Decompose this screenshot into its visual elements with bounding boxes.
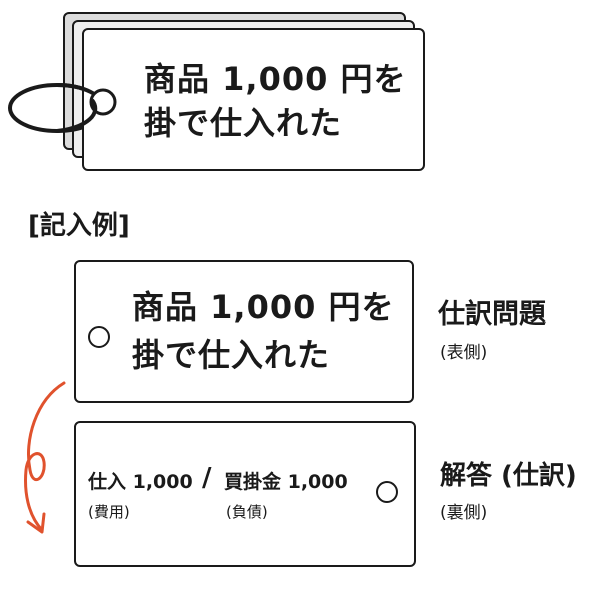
debit-entry: 仕入 1,000 <box>88 471 193 493</box>
entry-slash: / <box>202 463 212 493</box>
top-card-line2: 掛で仕入れた <box>144 104 343 142</box>
debit-category: (費用) <box>88 503 130 521</box>
front-label-title: 仕訳問題 <box>438 299 546 330</box>
credit-entry: 買掛金 1,000 <box>224 471 348 493</box>
back-label-sub: (裏側) <box>440 503 488 523</box>
front-label-sub: (表側) <box>440 343 488 363</box>
flashcard-back: 仕入 1,000 (費用) / 買掛金 1,000 (負債) <box>74 421 416 567</box>
punch-hole <box>376 481 398 503</box>
flashcard-front: 商品 1,000 円を 掛で仕入れた <box>74 260 414 403</box>
back-label-title: 解答 (仕訳) <box>440 461 577 491</box>
credit-category: (負債) <box>226 503 268 521</box>
front-card-line1: 商品 1,000 円を <box>132 288 395 326</box>
punch-hole <box>88 326 110 348</box>
example-heading: [記入例] <box>28 211 130 241</box>
top-card-line1: 商品 1,000 円を <box>144 60 407 98</box>
flashcard-top: 商品 1,000 円を 掛で仕入れた <box>82 28 425 171</box>
front-card-line2: 掛で仕入れた <box>132 336 331 374</box>
